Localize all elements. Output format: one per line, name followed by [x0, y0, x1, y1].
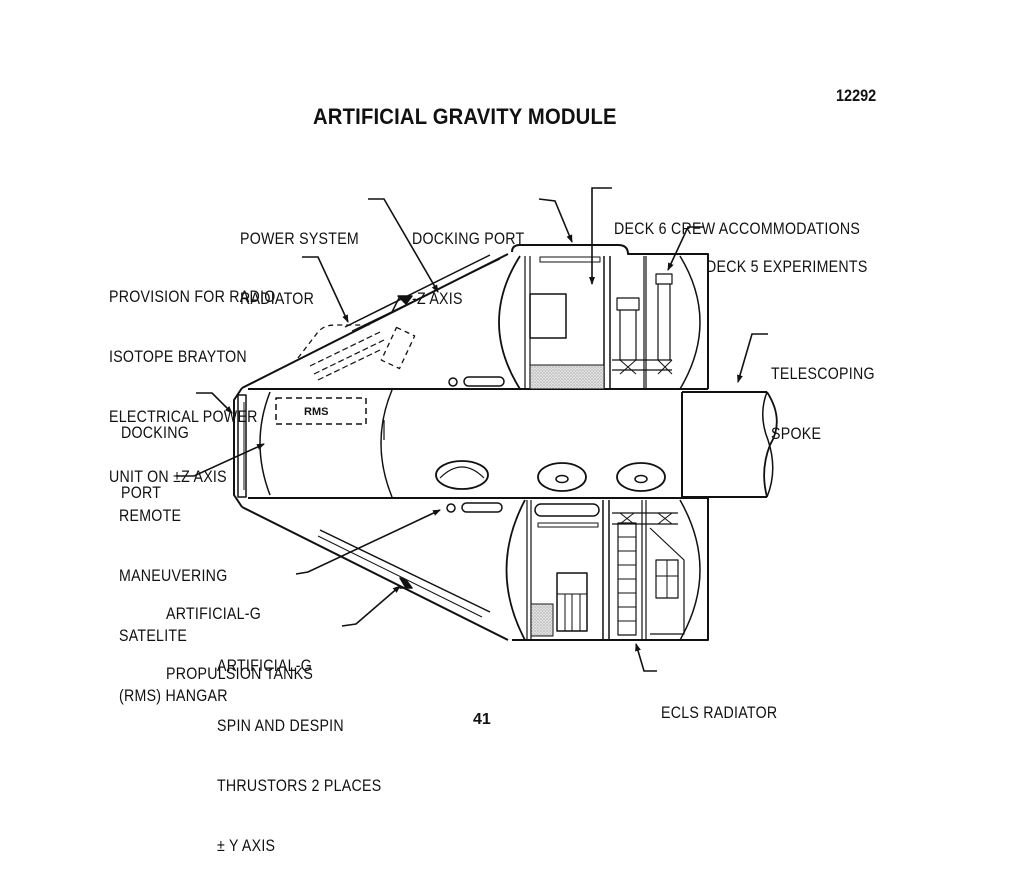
lower-deck-housing: [512, 498, 709, 641]
lower-deck-wall-2: [602, 500, 610, 640]
lower-right-panel: [649, 527, 685, 635]
callout-power-system-radiator: POWER SYSTEM RADIATOR: [240, 189, 359, 329]
callout-propulsion-tanks: ARTIFICIAL-G PROPULSION TANKS: [166, 564, 313, 704]
upper-column-1: [616, 297, 640, 311]
callout-line: TELESCOPING: [771, 365, 875, 383]
upper-port-slot: [463, 376, 505, 387]
leader-ecls-radiator: [635, 643, 657, 672]
rms-label: RMS: [304, 406, 328, 418]
radioisotope-dashed-box: [380, 326, 416, 370]
callout-telescoping-spoke: TELESCOPING SPOKE: [771, 324, 875, 464]
callout-line: ARTIFICIAL-G: [166, 605, 262, 623]
callout-line: REMOTE: [119, 507, 182, 525]
leader-docking-port: [196, 392, 233, 414]
leader-rms-hangar: [176, 443, 265, 477]
hull-nose: [233, 387, 243, 508]
callout-deck-5: DECK 5 EXPERIMENTS: [706, 217, 868, 297]
callout-line: DECK 6 CREW ACCOMMODATIONS: [614, 220, 861, 238]
upper-x-box-2: [657, 359, 673, 375]
callout-line: RADIATOR: [240, 290, 315, 308]
lower-radiator-strip: [319, 529, 491, 613]
leader-telescoping-spoke: [737, 333, 768, 383]
lower-deck-wall-3: [641, 500, 647, 640]
ladder-rungs: [618, 536, 636, 622]
lower-port-slot: [461, 502, 503, 513]
lower-x-box-1: [619, 512, 635, 525]
upper-end-dome-right: [679, 255, 701, 390]
document-number: 12292: [836, 86, 877, 105]
callout-line: ARTIFICIAL-G: [217, 657, 313, 675]
module-drawing: RMS: [176, 187, 778, 672]
upper-floor-stipple: [529, 364, 605, 390]
lower-end-dome-right: [679, 499, 701, 641]
upper-thrustor: [391, 295, 413, 313]
callout-deck-6: DECK 6 CREW ACCOMMODATIONS: [614, 179, 860, 259]
callout-line: SPOKE: [771, 425, 822, 443]
telescoping-spoke-tube: [681, 391, 767, 498]
lower-deck-wall-1: [526, 500, 532, 640]
callout-ecls-radiator: ECLS RADIATOR: [661, 663, 777, 743]
callout-line: ECLS RADIATOR: [661, 704, 778, 722]
upper-x-box-1: [619, 359, 637, 375]
diagram-title: ARTIFICIAL GRAVITY MODULE: [313, 104, 617, 129]
docking-port-ring: [237, 394, 247, 498]
lower-thrustor: [399, 577, 413, 589]
central-cylinder: [248, 388, 708, 499]
power-radiator-strip-inner: [351, 258, 501, 332]
rms-hangar-box: [275, 397, 367, 425]
upper-ceiling-strip: [539, 256, 601, 263]
leader-docking-port-z: [538, 198, 573, 243]
callout-line: DOCKING PORT: [412, 230, 525, 248]
callout-line: MANEUVERING: [119, 567, 228, 585]
callout-line: PORT: [121, 484, 162, 502]
callout-line: (RMS) HANGAR: [119, 687, 228, 705]
spoke-end-cut: [763, 391, 778, 498]
callout-docking-port: DOCKING PORT: [121, 383, 189, 523]
callout-line: SATELITE: [119, 627, 188, 645]
window-3: [616, 462, 666, 492]
upper-deck-housing: [511, 244, 709, 389]
cylinder-aft-bulkhead: [380, 389, 393, 498]
upper-end-dome: [498, 255, 521, 390]
callout-line: PROPULSION TANKS: [166, 665, 314, 683]
page-number: 41: [473, 711, 491, 728]
lower-end-dome: [505, 499, 526, 641]
callout-line: ± Y AXIS: [217, 837, 276, 855]
callout-line: DECK 5 EXPERIMENTS: [706, 258, 868, 276]
cylinder-forward-bulkhead: [259, 391, 271, 496]
lower-radiator-strip-inner: [317, 535, 483, 618]
callout-line: DOCKING: [121, 424, 190, 442]
leader-deck-5: [667, 226, 704, 271]
callout-rms-hangar: REMOTE MANEUVERING SATELITE (RMS) HANGAR: [119, 466, 228, 726]
window-hatch: [435, 460, 489, 490]
callout-line: PROVISION FOR RADIO: [109, 288, 276, 306]
hull-lower-cone: [241, 506, 509, 641]
lower-top-slot: [534, 503, 600, 517]
lower-port-circle: [446, 503, 456, 513]
leader-deck-6: [589, 187, 612, 285]
window-2: [537, 462, 587, 492]
leader-spin-thrustors: [341, 585, 401, 627]
lower-floor-stipple: [530, 603, 554, 637]
lower-x-box-2: [657, 512, 673, 525]
power-radiator-strip: [344, 254, 491, 328]
leader-power-system-radiator: [368, 198, 439, 293]
callout-line: UNIT ON ±Z AXIS: [109, 468, 227, 486]
upper-column-2: [655, 273, 673, 285]
callout-line: SPIN AND DESPIN: [217, 717, 344, 735]
leader-propulsion-tanks: [295, 509, 441, 575]
callout-docking-port-z-axis: DOCKING PORT -Z AXIS: [412, 189, 524, 329]
upper-deck-wall-3: [643, 256, 647, 389]
upper-crew-cabinet: [529, 293, 567, 339]
upper-port-circle: [448, 377, 458, 387]
lower-ceiling-strip: [537, 522, 599, 528]
callout-line: POWER SYSTEM: [240, 230, 360, 248]
callout-line: ISOTOPE BRAYTON: [109, 348, 247, 366]
leader-radioisotope: [302, 256, 349, 323]
callout-line: THRUSTORS 2 PLACES: [217, 777, 382, 795]
upper-deck-wall-2: [603, 256, 611, 389]
